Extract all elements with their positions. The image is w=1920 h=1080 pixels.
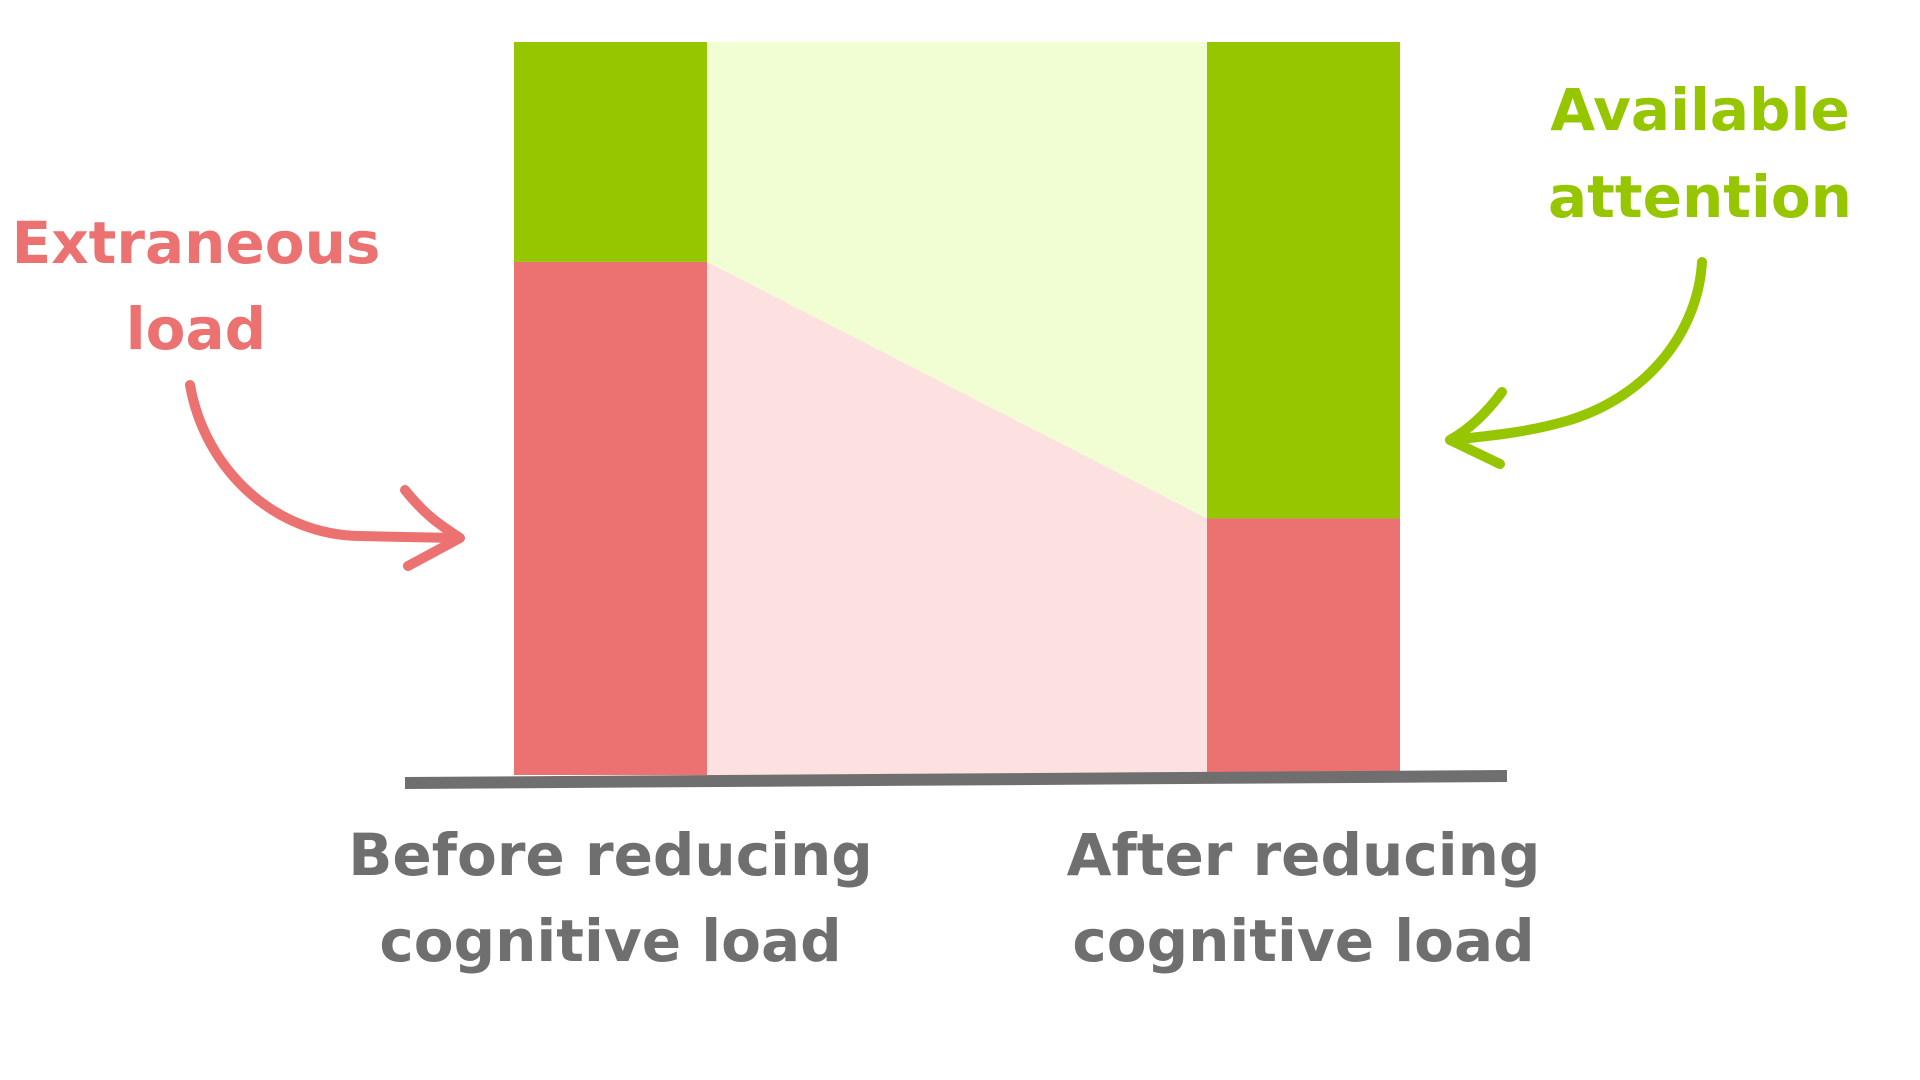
category-labels: Before reducing cognitive load After reduc…	[348, 821, 1540, 975]
x-axis-baseline	[404, 770, 1508, 789]
connector-bands	[707, 42, 1207, 775]
category-label-1-line-2: cognitive load	[379, 907, 841, 975]
available-attention-label-line-2: attention	[1548, 163, 1852, 231]
category-label-2-line-2: cognitive load	[1072, 907, 1534, 975]
bar-available-attention-2	[1207, 42, 1400, 519]
bar-available-attention-1	[514, 42, 707, 262]
bars	[514, 42, 1400, 775]
bar-extraneous-load-1	[514, 261, 707, 775]
attention-connector-band	[707, 42, 1207, 519]
extraneous-arrow-shaft	[185, 380, 460, 543]
attention-arrow-shaft	[1445, 257, 1707, 445]
extraneous-arrow-head	[400, 485, 465, 571]
extraneous-load-label-line-1: Extraneous	[12, 209, 381, 277]
category-label-1-line-1: Before reducing	[348, 821, 873, 889]
category-label-2-line-1: After reducing	[1067, 821, 1541, 889]
extraneous-load-label-line-2: load	[126, 295, 266, 363]
attention-arrow-head	[1445, 387, 1507, 469]
load-connector-band	[707, 261, 1207, 775]
available-attention-label-line-1: Available	[1550, 76, 1849, 144]
bar-extraneous-load-2	[1207, 518, 1400, 775]
series-callouts: Extraneous load Available attention	[12, 76, 1852, 571]
